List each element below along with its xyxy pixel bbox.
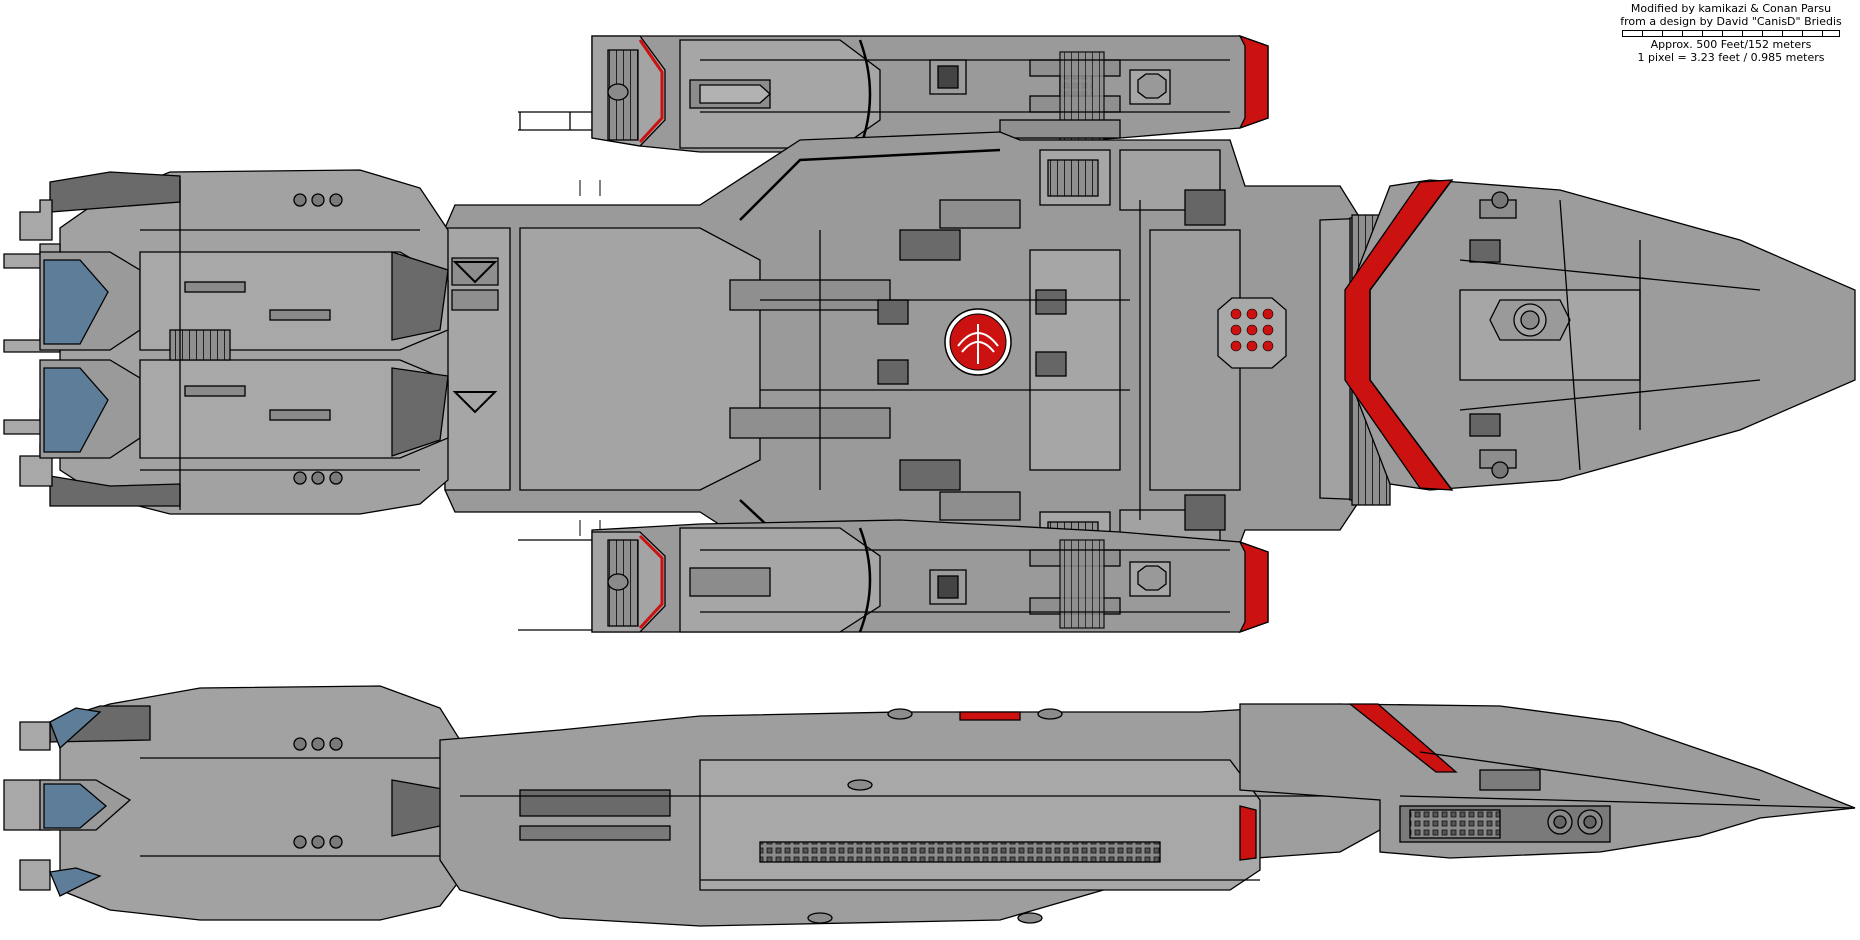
credit-original-design: from a design by David "CanisD" Briedis xyxy=(1620,15,1842,28)
engine-cluster xyxy=(3,169,449,515)
scale-length-label: Approx. 500 Feet/152 meters xyxy=(1650,38,1812,51)
lower-flight-pod xyxy=(518,519,1269,634)
credit-modified-by: Modified by kamikazi & Conan Parsu xyxy=(1630,2,1832,15)
main-hull xyxy=(444,131,1361,585)
side-engine-cluster xyxy=(3,685,461,921)
upper-flight-pod xyxy=(518,34,1269,153)
bow-section xyxy=(1344,179,1856,491)
side-bow-section xyxy=(1239,703,1856,859)
pixel-scale-label: 1 pixel = 3.23 feet / 0.985 meters xyxy=(1637,51,1825,64)
side-main-hull xyxy=(439,703,1391,927)
top-view xyxy=(3,34,1856,634)
credits-block: Modified by kamikazi & Conan Parsu from … xyxy=(1616,2,1846,64)
scale-bar xyxy=(1622,30,1840,37)
side-view xyxy=(3,685,1856,927)
